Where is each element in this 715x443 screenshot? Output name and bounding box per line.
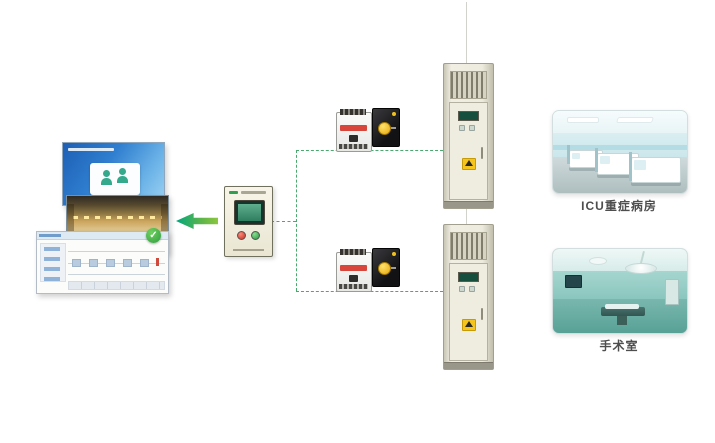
cabinet-base [444, 201, 493, 208]
warning-icon [462, 158, 476, 170]
indicator-light [459, 286, 465, 292]
breaker-symbol [123, 259, 132, 267]
ats-base-terminals [339, 144, 368, 149]
green-button [251, 231, 260, 240]
ats-terminals [340, 109, 366, 115]
cabinet-base [444, 362, 493, 369]
person-icon [101, 170, 112, 185]
icu-ward-photo [552, 110, 688, 194]
surgical-light [625, 263, 657, 274]
ats-base-terminals [339, 284, 368, 289]
breaker-symbol [106, 259, 115, 267]
diagram-screen-statusbar [68, 281, 165, 290]
cabinet-door [449, 263, 488, 361]
door-handle [481, 147, 483, 159]
surgical-light-small [589, 257, 607, 265]
or-ceiling [553, 249, 687, 271]
transformer-label-line [391, 267, 396, 269]
isolation-transformer [372, 108, 400, 147]
red-button [237, 231, 246, 240]
ats-red-accent [340, 125, 367, 131]
isolation-power-cabinet-or [443, 224, 494, 370]
warning-icon [462, 319, 476, 331]
alarm-marker [156, 258, 159, 266]
isolation-transformer [372, 248, 400, 287]
person-icon [117, 168, 128, 183]
door-handle [481, 308, 483, 320]
bus-line [68, 251, 165, 252]
left-arrow-icon [176, 213, 218, 229]
wall-rail [553, 145, 687, 150]
manufacturer-text [233, 249, 264, 251]
ats-dual-power-switch [336, 109, 372, 152]
room-column-left [67, 204, 74, 253]
transformer-indicator [392, 112, 396, 116]
transformer-label-line [391, 127, 396, 129]
breaker-symbol [140, 259, 149, 267]
wall-mounted-alarm-monitor [224, 186, 273, 257]
indicator-light [459, 125, 465, 131]
icu-branch-switchgear [336, 103, 400, 152]
cabinet-vent [450, 71, 487, 99]
check-icon: ✓ [146, 228, 161, 243]
ceiling-light [567, 117, 599, 123]
operating-table [601, 307, 645, 325]
breaker-symbol [89, 259, 98, 267]
diagram-screen-header [37, 232, 168, 240]
diagram-screen-oneline [68, 243, 165, 281]
equipment-tower [665, 279, 679, 305]
indicator-light [469, 286, 475, 292]
operating-room-photo [552, 248, 688, 334]
splash-graphic-card [90, 163, 140, 195]
ceiling-light [616, 117, 654, 123]
cabinet-display [458, 111, 479, 121]
connection-line-monitor [271, 221, 296, 222]
monitor-lcd [238, 204, 261, 221]
ats-terminals [340, 249, 366, 255]
ats-red-accent [340, 265, 367, 271]
device-title-text [241, 191, 266, 194]
breaker-symbol [72, 259, 81, 267]
bus-line [68, 263, 165, 264]
transformer-yellow-badge [378, 122, 391, 135]
diagram-screen-sidebar [40, 243, 66, 282]
bus-line [68, 274, 165, 275]
room-column-right [161, 204, 168, 253]
monitor-screen-bezel [234, 200, 265, 225]
hospital-bed [629, 152, 681, 183]
or-branch-switchgear [336, 243, 400, 292]
operating-table-sheet [605, 304, 639, 309]
transformer-yellow-badge [378, 262, 391, 275]
indicator-light [469, 125, 475, 131]
ats-handle [349, 135, 358, 142]
software-title-text [68, 148, 114, 151]
operating-room-label: 手术室 [599, 339, 639, 353]
cabinet-vent [450, 232, 487, 260]
medical-monitor [565, 275, 582, 288]
ats-handle [349, 275, 358, 282]
connection-line-trunk [296, 150, 297, 291]
transformer-indicator [392, 252, 396, 256]
cabinet-display [458, 272, 479, 282]
icu-ward-label: ICU重症病房 [581, 199, 657, 213]
brand-logo [229, 191, 238, 194]
isolation-power-cabinet-icu [443, 63, 494, 209]
cabinet-door [449, 102, 488, 200]
ceiling-lights [73, 216, 162, 219]
system-diagram-screen [36, 231, 169, 294]
hospital-bed [567, 145, 603, 168]
ats-dual-power-switch [336, 249, 372, 292]
